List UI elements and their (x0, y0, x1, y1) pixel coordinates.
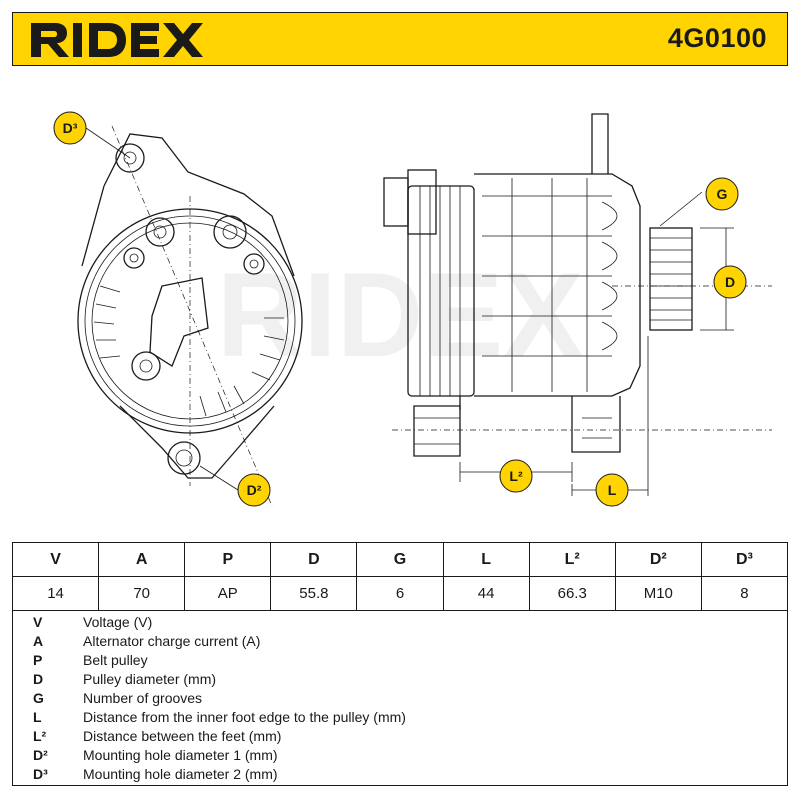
legend-code: P (33, 652, 43, 668)
label-g: G (705, 177, 739, 211)
legend-code: L² (33, 728, 47, 744)
spec-value: 14 (11, 576, 100, 611)
legend-description: Belt pulley (83, 652, 148, 668)
label-d: D (713, 265, 747, 299)
spec-header: D (270, 542, 358, 577)
spec-value: 44 (442, 576, 530, 611)
legend-code: A (33, 633, 44, 649)
svg-text:D: D (725, 274, 735, 290)
legend-code: L (33, 709, 42, 725)
legend-description: Mounting hole diameter 2 (mm) (83, 766, 278, 782)
spec-header: D³ (700, 542, 789, 577)
svg-text:L²: L² (509, 468, 523, 484)
legend-description: Number of grooves (83, 690, 203, 706)
legend-code: V (33, 614, 43, 630)
legend-row: G Number of grooves (13, 690, 787, 708)
label-l2: L² (499, 459, 533, 493)
spec-table: V A P D G L L² D² D³ 14 70 AP 55.8 6 44 … (11, 542, 789, 611)
spec-header: A (98, 542, 186, 577)
svg-text:D²: D² (247, 482, 262, 498)
legend-code: G (33, 690, 44, 706)
watermark: RIDEX (217, 248, 584, 382)
legend-code: D³ (33, 766, 48, 782)
spec-value: 55.8 (270, 576, 358, 611)
side-view (383, 113, 772, 496)
spec-header: L² (528, 542, 616, 577)
label-d3: D³ (53, 111, 87, 145)
legend-description: Distance between the feet (mm) (83, 728, 282, 744)
spec-header: P (184, 542, 272, 577)
part-number: 4G0100 (667, 23, 767, 53)
spec-header: L (442, 542, 530, 577)
spec-value: AP (184, 576, 272, 611)
legend-row: A Alternator charge current (A) (13, 633, 787, 651)
legend-description: Pulley diameter (mm) (83, 671, 217, 687)
svg-text:G: G (717, 186, 728, 202)
legend-row: D Pulley diameter (mm) (13, 671, 787, 689)
legend-description: Distance from the inner foot edge to the… (83, 709, 406, 725)
leader-d2 (199, 465, 239, 491)
legend-row: L Distance from the inner foot edge to t… (13, 709, 787, 727)
label-d2: D² (237, 473, 271, 507)
legend-description: Alternator charge current (A) (83, 633, 261, 649)
front-view (77, 125, 303, 507)
legend-row: D² Mounting hole diameter 1 (mm) (13, 747, 787, 765)
legend-description: Mounting hole diameter 1 (mm) (83, 747, 278, 763)
spec-header: D² (614, 542, 702, 577)
spec-value-row: 14 70 AP 55.8 6 44 66.3 M10 8 (11, 576, 789, 611)
alternator-drawing: RIDEX (53, 111, 772, 507)
spec-value: 8 (700, 576, 789, 611)
legend-row: D³ Mounting hole diameter 2 (mm) (13, 766, 787, 784)
legend-description: Voltage (V) (83, 614, 153, 630)
svg-text:D³: D³ (63, 120, 78, 136)
label-l: L (595, 473, 629, 507)
leader-d3 (85, 127, 131, 159)
legend-row: L² Distance between the feet (mm) (13, 728, 787, 746)
ridex-logo (31, 23, 203, 57)
legend-row: V Voltage (V) (13, 614, 787, 632)
spec-value: 6 (356, 576, 444, 611)
spec-value: M10 (614, 576, 702, 611)
spec-header: V (11, 542, 100, 577)
svg-text:L: L (608, 482, 617, 498)
spec-header-row: V A P D G L L² D² D³ (11, 542, 789, 577)
spec-value: 66.3 (528, 576, 616, 611)
legend-code: D (33, 671, 44, 687)
spec-value: 70 (98, 576, 186, 611)
legend-row: P Belt pulley (13, 652, 787, 670)
legend: V Voltage (V) A Alternator charge curren… (12, 608, 788, 786)
spec-header: G (356, 542, 444, 577)
header-bar: 4G0100 (12, 12, 788, 66)
legend-code: D² (33, 747, 48, 763)
